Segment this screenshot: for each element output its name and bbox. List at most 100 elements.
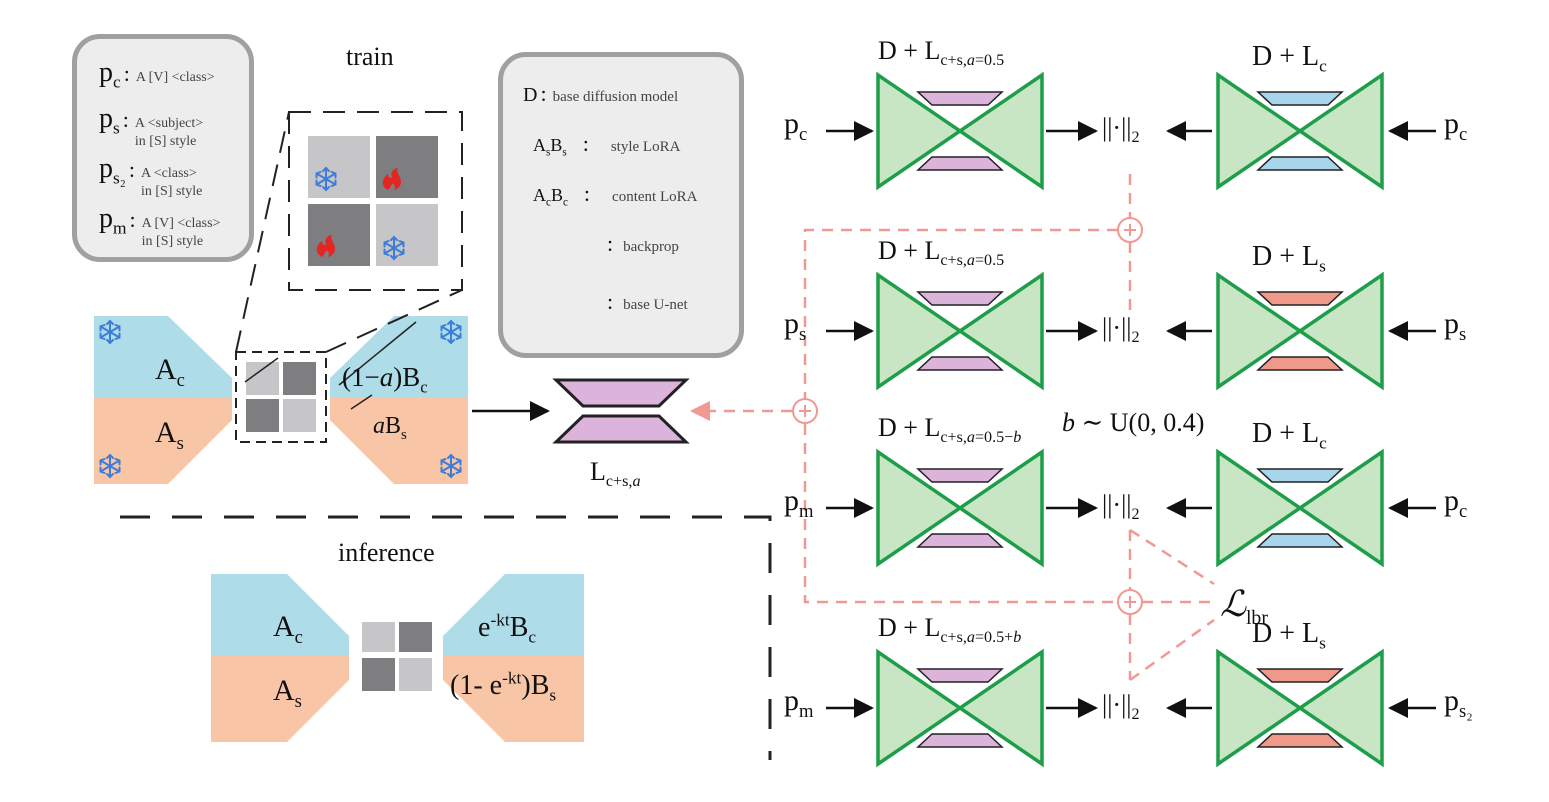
zoom-lines	[235, 111, 463, 353]
lora-label: L	[590, 457, 606, 486]
inference-title: inference	[338, 538, 435, 567]
reference-model-label: D + Lc	[1252, 420, 1327, 452]
legend-colon: :	[129, 207, 136, 232]
lora-sub: c	[420, 377, 428, 397]
prompt-sub: s₂	[1459, 701, 1473, 722]
model-sub-var: a	[966, 629, 975, 647]
row-input-label: pm	[784, 484, 813, 521]
prompt-symbol: p	[1444, 307, 1459, 340]
lora-label: )B	[521, 670, 550, 701]
lora-sub: c	[294, 627, 303, 648]
legend-desc: A [V] <class>	[135, 70, 215, 85]
legend-item-style-lora: AsBs : style LoRA	[533, 131, 680, 159]
legend-item-ps2: ps₂ : A <class>in [S] style	[99, 153, 202, 200]
prompt-symbol: p	[784, 484, 799, 517]
legend-key-sub: c	[113, 72, 121, 92]
label-leader-lines	[244, 321, 417, 410]
reference-input-label: pc	[1444, 109, 1467, 144]
plus-icon	[799, 224, 1136, 608]
model-sub-var: b	[1013, 629, 1022, 647]
legend-item-backprop: : backprop	[607, 231, 679, 257]
train-ac-label: Ac	[155, 355, 185, 390]
model-label: D + L	[1252, 618, 1320, 649]
prompt-symbol: p	[784, 307, 799, 340]
lora-sub: s	[549, 685, 557, 705]
norm-sub: 2	[1131, 329, 1140, 347]
reference-model-label: D + Lc	[1252, 43, 1327, 75]
norm-symbol: ||·||	[1102, 490, 1132, 519]
train-lora-left	[94, 316, 232, 484]
norm-symbol: ||·||	[1102, 113, 1132, 142]
legend-item-pc: pc : A [V] <class>	[99, 57, 215, 92]
prompt-sub: c	[1459, 124, 1468, 145]
legend-colon: :	[607, 289, 614, 314]
legend-key: p	[99, 153, 113, 184]
b-dist-text: ∼ U(0, 0.4)	[1075, 408, 1205, 437]
lora-var: a	[379, 362, 394, 392]
lora-sub: s	[176, 433, 184, 454]
reference-model-label: D + Ls	[1252, 241, 1326, 275]
legend-key-sub: s	[562, 146, 567, 159]
lora-sub: c	[528, 627, 537, 647]
model-label: D + L	[878, 36, 941, 65]
reference-unet-2	[1216, 448, 1384, 568]
reference-unet-3	[1216, 648, 1384, 768]
b-var: b	[1062, 408, 1075, 437]
model-sub: c+s,	[940, 629, 967, 647]
legend-desc: content LoRA	[612, 189, 698, 205]
prompt-sub: s	[799, 324, 807, 345]
lora-label: A	[273, 610, 295, 643]
prompt-sub: c	[1459, 501, 1468, 522]
legend-colon: :	[128, 157, 135, 182]
lora-model-label: D + Lc+s,a=0.5−b	[878, 413, 1021, 446]
model-label: D + L	[878, 236, 941, 265]
lora-label: B	[509, 612, 529, 643]
model-sub: c+s,	[940, 429, 967, 447]
l2-norm-label: ||·||2	[1102, 692, 1140, 723]
lora-label: )B	[393, 362, 421, 392]
legend-desc: base diffusion model	[552, 89, 679, 105]
legend-key: A	[533, 185, 546, 205]
legend-item-ps: ps : A <subject>in [S] style	[99, 103, 203, 150]
model-label: D + L	[878, 413, 941, 442]
lora-model-label: D + Lc+s,a=0.5	[878, 236, 1004, 269]
lora-label: e	[478, 612, 491, 643]
legend-key-sub: s	[546, 146, 551, 159]
lora-label: (1−	[342, 362, 380, 392]
inference-ac-label: Ac	[273, 610, 303, 647]
row-input-label: ps	[784, 307, 806, 344]
legend-item-d: D : base diffusion model	[523, 81, 678, 107]
lora-sub: c	[176, 370, 185, 391]
model-sub: s	[1319, 256, 1326, 276]
model-label: D + L	[1252, 241, 1320, 272]
lora-unet-3	[876, 648, 1044, 768]
train-inference-divider	[120, 515, 772, 760]
legend-item-unet: : base U-net	[607, 289, 688, 315]
model-sub-var: a	[966, 429, 975, 447]
l2-norm-label: ||·||2	[1102, 113, 1140, 146]
train-weight-grid-zoomed	[288, 111, 463, 291]
lora-model-label: D + Lc+s,a=0.5	[878, 36, 1004, 69]
reference-input-label: ps	[1444, 307, 1466, 344]
lbr-sub: lbr	[1245, 607, 1268, 630]
prompt-legend-box: pc : A [V] <class> ps : A <subject>in [S…	[72, 34, 254, 262]
reference-unet-0	[1216, 71, 1384, 191]
legend-desc: A <subject>	[134, 116, 204, 131]
inference-lora-right	[443, 574, 584, 742]
model-sub: c	[1319, 56, 1327, 76]
legend-key: D	[523, 84, 538, 106]
legend-key: A	[533, 135, 546, 155]
norm-sub: 2	[1131, 506, 1140, 524]
legend-colon: :	[540, 81, 547, 106]
inference-weight-grid	[362, 622, 432, 691]
lora-label: (1- e	[450, 670, 503, 701]
inference-lora-left	[211, 574, 349, 742]
prompt-sub: c	[799, 124, 808, 145]
model-label: D + L	[878, 613, 941, 642]
lora-label: A	[155, 416, 177, 449]
legend-desc: in [S] style	[140, 183, 203, 199]
inference-as-label: As	[273, 676, 302, 711]
prompt-symbol: p	[784, 684, 799, 717]
legend-desc: A <class>	[140, 166, 197, 181]
model-sub-tail: =0.5	[974, 52, 1005, 70]
